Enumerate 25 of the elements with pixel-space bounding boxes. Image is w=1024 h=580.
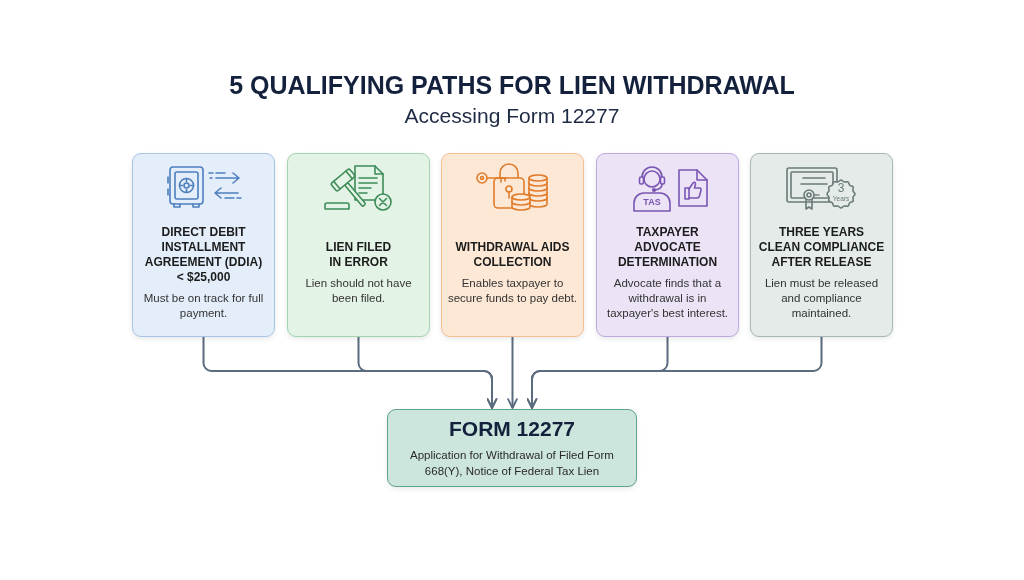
icon-text: TAS [643,197,661,207]
card-heading: DIRECT DEBIT INSTALLMENT AGREEMENT (DDIA) < $25,000 [143,225,264,285]
connector-arrow [357,336,498,409]
subtitle: Accessing Form 12277 [404,104,620,128]
card-description: Lien should not have been filed. [304,276,413,306]
card-heading: TAXPAYER ADVOCATE DETERMINATION [616,225,719,270]
form-title: FORM 12277 [448,417,576,441]
card-description: Enables taxpayer to secure funds to pay debt. [447,276,578,306]
connector-arrow [507,336,518,409]
card-heading: WITHDRAWAL AIDS COLLECTION [454,240,571,270]
path-card [287,153,430,337]
path-card [132,153,275,337]
path-card [596,153,739,337]
path-card [750,153,893,337]
badge-number: 3 [837,182,845,194]
card-description: Lien must be released and compliance maintained. [763,276,880,321]
path-card [441,153,584,337]
title: 5 QUALIFYING PATHS FOR LIEN WITHDRAWAL [229,71,795,100]
card-heading: LIEN FILED IN ERROR [324,240,393,270]
card-heading: THREE YEARS CLEAN COMPLIANCE AFTER RELEASE [757,225,886,270]
card-description: Must be on track for full payment. [142,291,265,321]
card-description: Advocate finds that a withdrawal is in taxpayer's best interest. [605,276,730,321]
form-box [387,409,637,487]
form-description: Application for Withdrawal of Filed Form 668(Y), Notice of Federal Tax Lien [409,448,615,479]
connector-arrow [526,336,823,409]
